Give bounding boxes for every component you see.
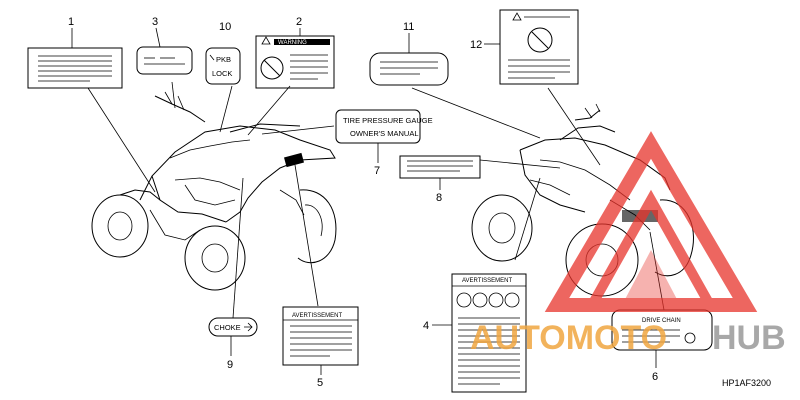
callout-8: 8 [436,192,442,204]
decal-3 [136,46,193,75]
callouts: 1 3 10 2 11 12 7 8 4 9 5 6 [68,16,658,389]
decal-2-warning: WARNING [255,35,335,89]
callout-7: 7 [374,165,380,177]
decal-8 [399,155,481,179]
callout-11: 11 [403,21,414,33]
warning-triangle-icon [261,36,271,45]
watermark-word1: AUTOMOTO [470,319,667,357]
callout-6: 6 [652,371,658,383]
owners-manual-text: OWNER'S MANUAL [350,129,419,138]
no-symbol-icon [260,56,284,80]
warning-5-text: AVERTISSEMENT [292,313,342,319]
callout-9: 9 [227,359,233,371]
drive-chain-text: DRIVE CHAIN [642,318,681,324]
warning-2-text: WARNING [278,40,307,46]
warning-triangle-icon [512,12,522,21]
park-lock-decal: PKB LOCK [205,47,241,85]
callout-5: 5 [317,377,323,389]
tire-pressure-text: TIRE PRESSURE GAUGE [343,116,433,125]
choke-decal: CHOKE [208,317,258,337]
warning-4-text: AVERTISSEMENT [462,278,512,284]
park-lock-line1: PKB [216,55,231,64]
callout-2: 2 [296,16,302,28]
park-lock-line2: LOCK [212,69,232,78]
callout-1: 1 [68,16,74,28]
decal-5-warning: AVERTISSEMENT [282,306,359,366]
decal-1 [27,47,123,89]
callout-3: 3 [152,16,158,28]
callout-12: 12 [470,39,482,51]
callout-10: 10 [219,21,231,33]
watermark-triangle-logo [544,131,758,312]
watermark-word2: HUB [712,319,786,357]
atv-left-view [87,81,337,319]
decal-7: TIRE PRESSURE GAUGE OWNER'S MANUAL [335,109,433,144]
choke-text: CHOKE [214,323,241,332]
callout-4: 4 [423,320,429,332]
watermark-text: AUTOMOTO HUB [470,319,786,357]
decal-12 [499,9,579,85]
wrench-icon [684,332,696,344]
no-symbol-icon [527,27,553,53]
part-code: HP1AF3200 [722,378,771,388]
decal-11 [369,52,449,86]
decal-4-warning: AVERTISSEMENT [451,273,527,393]
